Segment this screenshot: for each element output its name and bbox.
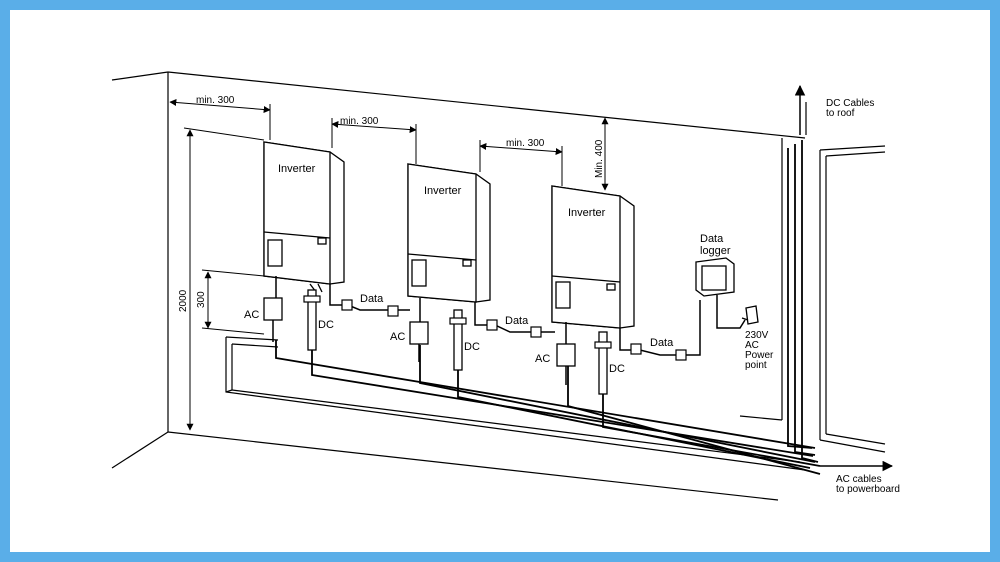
- dc-label-3: DC: [609, 363, 625, 375]
- ac-cables-label-line1: AC cables: [836, 474, 882, 485]
- data-label-3: Data: [650, 337, 674, 349]
- ac-isolators: [263, 297, 576, 367]
- dc-cables-label-line1: DC Cables: [826, 98, 874, 109]
- inverter-2-label: Inverter: [424, 185, 462, 197]
- inverter-3-label: Inverter: [568, 207, 606, 219]
- dim-overall-height: 2000: [178, 289, 189, 312]
- ac-cables-label-line2: to powerboard: [836, 484, 900, 495]
- dc-label-2: DC: [464, 341, 480, 353]
- wall-outline: [111, 71, 886, 501]
- data-connectors: [341, 299, 687, 361]
- dim-top-clearance: Min. 400: [594, 139, 605, 178]
- data-label-2: Data: [505, 315, 529, 327]
- power-point-line4: point: [745, 360, 767, 371]
- inverter-1-label: Inverter: [278, 163, 316, 175]
- inverter-3: [551, 185, 635, 329]
- data-cables: [329, 284, 746, 356]
- ac-label-2: AC: [390, 331, 405, 343]
- dim-bottom-height: 300: [196, 291, 207, 308]
- dimension-lines: [169, 99, 609, 431]
- dim-gap-2-3: min. 300: [506, 138, 545, 149]
- dc-label-1: DC: [318, 319, 334, 331]
- data-label-1: Data: [360, 293, 384, 305]
- ac-label-3: AC: [535, 353, 550, 365]
- power-point-line3: Power: [745, 350, 774, 361]
- power-point-line2: AC: [745, 340, 759, 351]
- power-point-outlet: [741, 305, 759, 325]
- data-logger-box: [695, 257, 735, 297]
- ac-isolator-wires: [272, 276, 567, 385]
- cables-in-trunking: [275, 340, 821, 475]
- dc-cable-riser: [787, 140, 819, 463]
- data-logger-label-line1: Data: [700, 233, 724, 245]
- ac-label-1: AC: [244, 309, 259, 321]
- cable-trunking: [225, 336, 806, 471]
- dc-conduits: [307, 289, 608, 395]
- dim-gap-1-2: min. 300: [340, 116, 379, 127]
- data-logger-label-line2: logger: [700, 245, 731, 257]
- inverter-2: [407, 163, 491, 303]
- power-point-line1: 230V: [745, 330, 769, 341]
- dc-cables-label-line2: to roof: [826, 108, 855, 119]
- dc-clamps: [303, 295, 612, 349]
- dim-gap-wall: min. 300: [196, 95, 235, 106]
